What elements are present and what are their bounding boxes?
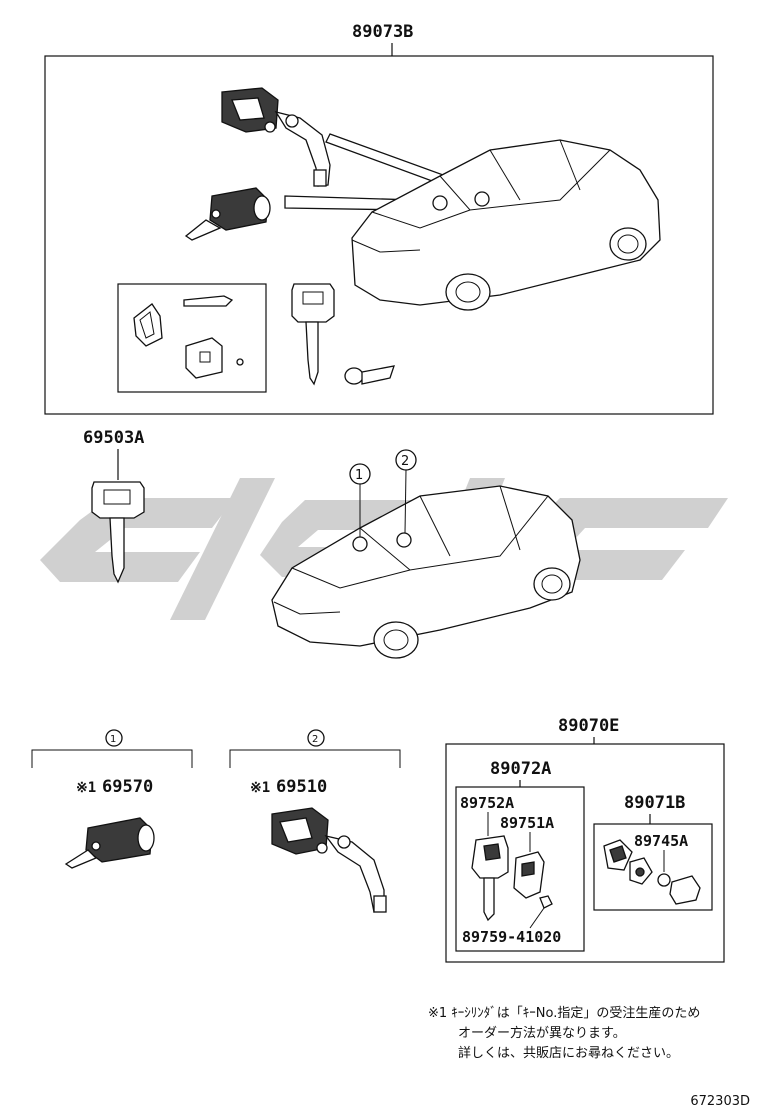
diagram-code: 672303D <box>690 1094 750 1109</box>
label-89751A: 89751A <box>500 814 554 832</box>
callout-2: 2 <box>395 449 417 534</box>
label-89073B: 89073B <box>352 22 413 42</box>
transponder-parts <box>133 295 244 379</box>
cylinder-group-1: 1 ※1 69570 <box>31 729 193 869</box>
transponder-parts-frame <box>117 283 267 393</box>
amp-sub-frame <box>593 823 713 911</box>
group-1-prefix: ※1 <box>76 780 96 796</box>
label-89070E: 89070E <box>558 716 619 736</box>
label-69510: 69510 <box>276 777 327 797</box>
label-89752A: 89752A <box>460 794 514 812</box>
transponder-key-part <box>471 835 509 922</box>
cylinder-group-2: 2 ※1 69510 <box>229 729 401 913</box>
callout-1: 1 <box>349 463 371 537</box>
group-1-callout: 1 <box>110 734 116 745</box>
group-2-prefix: ※1 <box>250 780 270 796</box>
key-cover-part <box>513 851 545 899</box>
label-69570: 69570 <box>102 777 153 797</box>
callout-2-symbol: 2 <box>401 454 409 469</box>
cover-part <box>344 365 395 385</box>
key-sub-frame <box>455 786 585 952</box>
callout-1-symbol: 1 <box>355 468 363 483</box>
order-note: ※1 ｷｰｼﾘﾝﾀﾞは「ｷｰNo.指定」の受注生産のため オーダー方法が異なりま… <box>428 1004 758 1064</box>
top-assembly-frame <box>44 55 714 415</box>
single-key-group: 69503A <box>83 428 145 584</box>
car-illustration-middle <box>271 485 581 659</box>
order-note-line-2: オーダー方法が異なります。 <box>458 1026 626 1041</box>
label-89745A: 89745A <box>634 832 688 850</box>
amplifier-parts <box>603 839 701 905</box>
group-2-callout: 2 <box>312 734 318 745</box>
transponder-set-frame <box>445 743 725 963</box>
label-89072A: 89072A <box>490 759 551 779</box>
screw-part <box>529 895 553 929</box>
label-89071B: 89071B <box>624 793 685 813</box>
top-assembly: 89073B <box>44 22 714 415</box>
steering-lock-part <box>221 87 331 187</box>
key-cylinder-part <box>184 187 271 241</box>
car-illustration-top <box>351 139 661 311</box>
label-89759-41020: 89759-41020 <box>462 928 561 946</box>
order-note-line-3: 詳しくは、共販店にお尋ねください。 <box>458 1046 680 1061</box>
label-69503A: 69503A <box>83 428 144 448</box>
transponder-set: 89070E 89072A 89752A 89751A 89759-41020 … <box>445 716 725 963</box>
master-key-top <box>291 283 335 386</box>
order-note-line-1: ※1 ｷｰｼﾘﾝﾀﾞは「ｷｰNo.指定」の受注生産のため <box>428 1006 701 1021</box>
